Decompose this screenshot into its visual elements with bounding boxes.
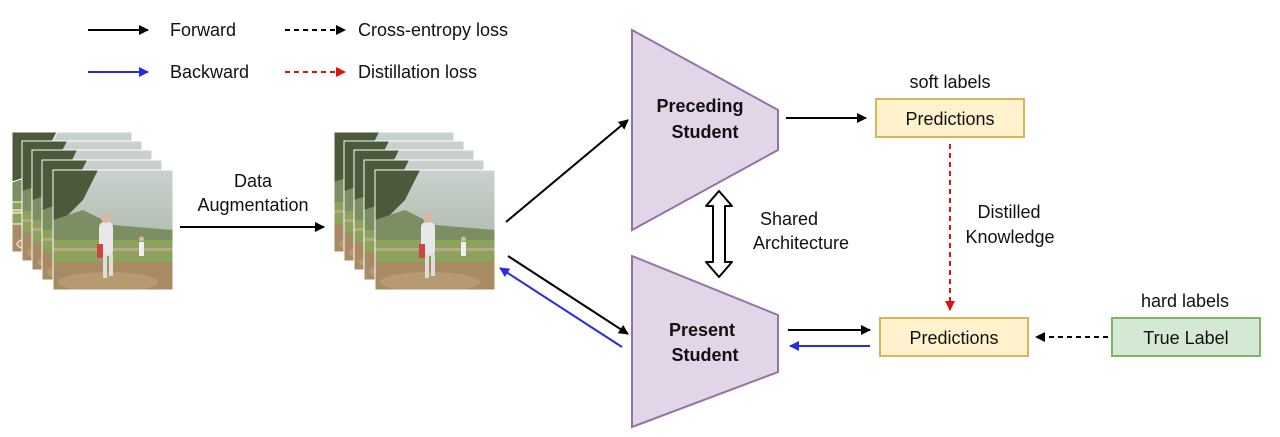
shared-architecture-label-line2: Architecture	[753, 233, 849, 253]
augmentation-label-line2: Augmentation	[197, 195, 308, 215]
legend-cross-entropy-label: Cross-entropy loss	[358, 20, 508, 40]
preceding-student-label-line1: Preceding	[656, 96, 743, 116]
preceding-student-block	[631, 28, 779, 232]
legend-distillation-label: Distillation loss	[358, 62, 477, 82]
predictions-bottom-box	[879, 317, 1029, 357]
predictions-top-box	[875, 98, 1025, 138]
distilled-knowledge-label-line2: Knowledge	[965, 227, 1054, 247]
predictions-bottom-label: Predictions	[909, 328, 998, 348]
shared-architecture-double-arrow	[705, 190, 733, 278]
augmented-frames-stack	[333, 131, 496, 291]
shared-architecture-label-line1: Shared	[760, 209, 818, 229]
distilled-knowledge-label-line1: Distilled	[977, 202, 1040, 222]
soft-labels-label: soft labels	[909, 72, 990, 92]
backward-arrow-to-frames	[499, 267, 623, 348]
forward-arrow-to-present	[507, 255, 629, 335]
legend-forward-label: Forward	[170, 20, 236, 40]
present-student-label-line2: Student	[672, 345, 739, 365]
legend: Forward Backward Cross-entropy loss Dist…	[88, 20, 508, 82]
true-label-text: True Label	[1143, 328, 1228, 348]
augmentation-label-line1: Data	[234, 171, 273, 191]
hard-labels-label: hard labels	[1141, 291, 1229, 311]
true-label-box	[1111, 317, 1261, 357]
present-student-label-line1: Present	[669, 320, 735, 340]
input-frames-stack	[11, 131, 174, 291]
predictions-top-label: Predictions	[905, 109, 994, 129]
preceding-student-label-line2: Student	[672, 122, 739, 142]
legend-backward-label: Backward	[170, 62, 249, 82]
forward-arrow-to-preceding	[505, 119, 629, 223]
present-student-block	[631, 254, 779, 429]
